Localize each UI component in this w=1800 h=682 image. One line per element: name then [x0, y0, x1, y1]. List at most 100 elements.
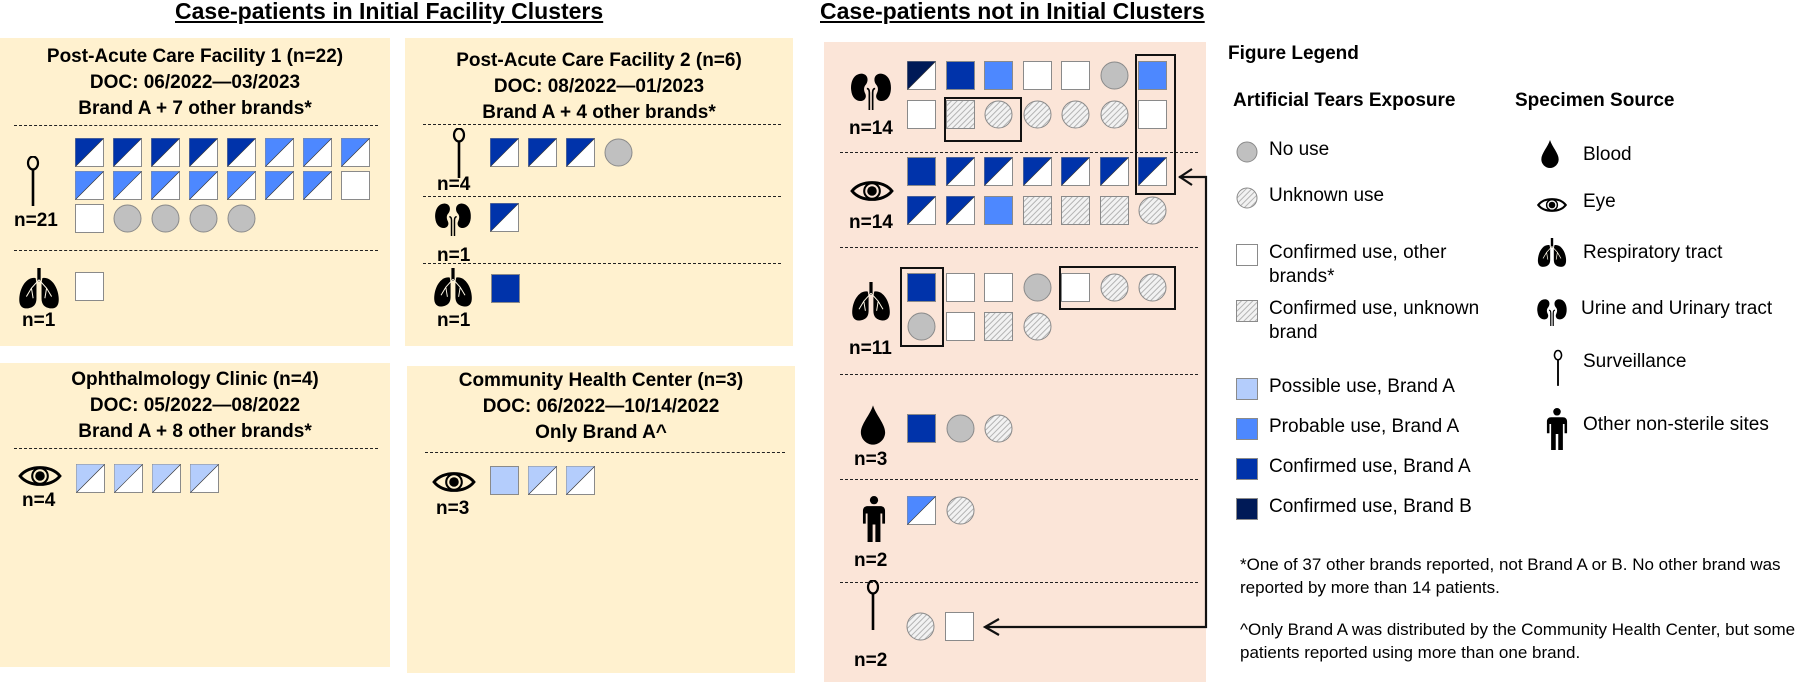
- surveillance-icon: [26, 155, 40, 211]
- exposure-marker-unknown-use: [1061, 100, 1090, 129]
- exposure-marker-confirmed-other-brand: [75, 204, 104, 233]
- link-arrow: [982, 168, 1208, 636]
- legend-exposure-title: Artificial Tears Exposure: [1233, 90, 1456, 111]
- exposure-marker-unknown-use: [1138, 196, 1167, 225]
- exposure-marker-no-use: [227, 204, 256, 233]
- surveillance-icon: [452, 127, 466, 183]
- exposure-marker-confirmed-brand-a-partial: [907, 196, 936, 225]
- exposure-marker-probable-brand-a-partial: [75, 171, 104, 200]
- divider: [14, 448, 378, 449]
- footnote-star: *One of 37 other brands reported, not Br…: [1240, 555, 1781, 597]
- legend-title: Figure Legend: [1228, 43, 1359, 64]
- eye-icon: [18, 463, 62, 494]
- exposure-marker-no-use: [113, 204, 142, 233]
- respiratory-icon: [433, 268, 473, 313]
- legend-source-label: Other non-sterile sites: [1583, 414, 1769, 435]
- divider: [14, 125, 378, 126]
- exposure-marker-confirmed-brand-a-partial: [984, 157, 1013, 186]
- exposure-marker-confirmed-brand-a: [907, 414, 936, 443]
- n-count-label: n=2: [854, 550, 888, 571]
- legend-person-icon: [1546, 408, 1568, 455]
- exposure-marker-confirmed-brand-a-partial: [75, 138, 104, 167]
- n-count-label: n=4: [437, 174, 471, 195]
- n-count-label: n=3: [436, 498, 470, 519]
- highlight-box-resp-left: [900, 267, 944, 347]
- divider: [423, 263, 781, 264]
- exposure-marker-unknown-use: [1100, 273, 1129, 302]
- legend-respiratory-icon: [1537, 238, 1567, 273]
- exposure-marker-probable-brand-a-partial: [303, 138, 332, 167]
- exposure-marker-possible-brand-a-partial: [76, 464, 105, 493]
- exposure-marker-confirmed-other-brand: [1022, 61, 1052, 90]
- exposure-marker-no-use: [907, 312, 936, 341]
- cluster-brands: Only Brand A^: [535, 422, 667, 443]
- exposure-marker-probable-brand-a-partial: [265, 138, 294, 167]
- n-count-label: n=4: [22, 490, 56, 511]
- legend-source-label: Respiratory tract: [1583, 242, 1723, 263]
- n-count-label: n=1: [437, 245, 471, 266]
- section-title-not-in-clusters: Case-patients not in Initial Clusters: [820, 0, 1205, 24]
- legend-label: Confirmed use, Brand A: [1269, 456, 1471, 477]
- n-count-label: n=1: [437, 310, 471, 331]
- exposure-marker-confirmed-other-brand: [1138, 100, 1167, 129]
- legend-label: Probable use, Brand A: [1269, 416, 1460, 437]
- legend-marker-unknown-use: [1236, 187, 1258, 209]
- exposure-marker-confirmed-brand-a: [945, 61, 975, 90]
- exposure-marker-confirmed-brand-a-partial: [189, 138, 218, 167]
- exposure-marker-possible-brand-a-partial: [190, 464, 219, 493]
- legend-blood-icon: [1540, 140, 1560, 173]
- exposure-marker-possible-brand-a-partial: [114, 464, 143, 493]
- exposure-marker-probable-brand-a: [984, 196, 1013, 225]
- exposure-marker-probable-brand-a-partial: [227, 171, 256, 200]
- exposure-marker-confirmed-brand-b-partial: [907, 61, 936, 90]
- legend-label: Possible use, Brand A: [1269, 376, 1455, 397]
- exposure-marker-unknown-use: [906, 612, 935, 641]
- highlight-box-resp-right: [1059, 266, 1176, 310]
- cluster-panel-ophthalmology: Ophthalmology Clinic (n=4) DOC: 05/2022—…: [0, 363, 390, 667]
- legend-marker-confirmed-unknown-brand: [1236, 300, 1258, 322]
- exposure-marker-confirmed-other-brand: [945, 312, 975, 341]
- blood-icon: [859, 405, 887, 450]
- exposure-marker-possible-brand-a-partial: [566, 466, 595, 495]
- exposure-marker-confirmed-unknown-brand: [1022, 196, 1052, 225]
- cluster-panel-community-health: Community Health Center (n=3) DOC: 06/20…: [407, 366, 795, 673]
- legend-label: Confirmed use, other brands*: [1269, 242, 1447, 287]
- exposure-marker-possible-brand-a-partial: [528, 466, 557, 495]
- respiratory-icon: [850, 282, 892, 327]
- exposure-marker-unknown-use: [1023, 100, 1052, 129]
- n-count-label: n=14: [849, 118, 893, 139]
- n-count-label: n=11: [849, 338, 892, 359]
- cluster-brands: Brand A + 4 other brands*: [482, 102, 716, 123]
- legend-urine-icon: [1536, 298, 1568, 331]
- section-title-initial-clusters: Case-patients in Initial Facility Cluste…: [175, 0, 604, 24]
- cluster-doc: DOC: 05/2022—08/2022: [89, 395, 301, 416]
- exposure-marker-probable-brand-a-partial: [341, 138, 370, 167]
- exposure-marker-confirmed-other-brand: [75, 272, 104, 301]
- exposure-marker-probable-brand-a-partial: [303, 171, 332, 200]
- exposure-marker-probable-brand-a-partial: [265, 171, 294, 200]
- exposure-marker-confirmed-unknown-brand: [1099, 196, 1129, 225]
- exposure-marker-unknown-use: [1100, 100, 1129, 129]
- exposure-marker-no-use: [151, 204, 180, 233]
- footnote-caret: ^Only Brand A was distributed by the Com…: [1240, 620, 1796, 662]
- exposure-marker-confirmed-brand-a-partial: [528, 138, 557, 167]
- exposure-marker-confirmed-brand-a-partial: [1099, 157, 1129, 186]
- divider: [840, 152, 1198, 153]
- highlight-box-urine-hatched: [944, 97, 1022, 142]
- urine-icon: [850, 72, 892, 115]
- cluster-brands: Brand A + 8 other brands*: [78, 421, 312, 442]
- exposure-marker-confirmed-other-brand: [341, 171, 370, 200]
- urine-icon: [433, 202, 473, 241]
- cluster-name: Ophthalmology Clinic (n=4): [71, 369, 319, 390]
- legend-marker-confirmed-brand-a: [1236, 458, 1258, 480]
- legend-label: Confirmed use, unknown brand: [1269, 298, 1480, 343]
- exposure-marker-confirmed-brand-a-partial: [945, 157, 975, 186]
- exposure-marker-confirmed-brand-a-partial: [113, 138, 142, 167]
- not-in-clusters-panel: [824, 42, 1206, 682]
- n-count-label: n=3: [854, 449, 888, 470]
- cluster-doc: DOC: 08/2022—01/2023: [493, 76, 705, 97]
- exposure-marker-possible-brand-a: [490, 466, 519, 495]
- exposure-marker-probable-brand-a-partial: [113, 171, 142, 200]
- n-count-label: n=2: [854, 650, 888, 671]
- legend-marker-probable-brand-a: [1236, 418, 1258, 440]
